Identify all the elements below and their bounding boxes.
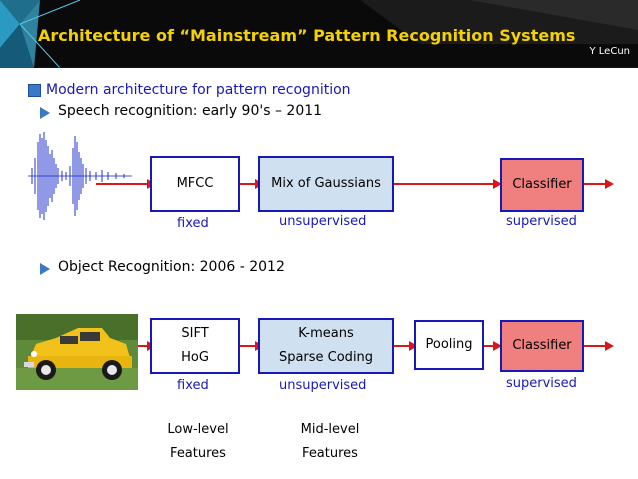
arrow <box>240 341 264 351</box>
box-label: Classifier <box>512 177 572 192</box>
feature-label-line: Features <box>170 446 226 461</box>
slide-header: Architecture of “Mainstream” Pattern Rec… <box>0 0 638 68</box>
object-subhead: Object Recognition: 2006 - 2012 <box>58 259 285 275</box>
unsupervised-tag: unsupervised <box>279 214 367 229</box>
box-label: K-means <box>298 326 354 341</box>
author-label: Y LeCun <box>589 46 631 57</box>
bullet-triangle-icon <box>40 263 50 275</box>
arrow <box>394 341 418 351</box>
arrow <box>240 179 264 189</box>
arrow <box>584 341 614 351</box>
fixed-tag: fixed <box>177 378 209 393</box>
mix-of-gaussians-box: Mix of Gaussians <box>258 156 394 212</box>
box-label: Mix of Gaussians <box>271 176 381 191</box>
bullet-triangle-icon <box>40 107 50 119</box>
box-label: Classifier <box>512 338 572 353</box>
kmeans-sparse-coding-box: K-means Sparse Coding <box>258 318 394 374</box>
box-label: MFCC <box>176 176 214 191</box>
section-heading: Modern architecture for pattern recognit… <box>46 82 351 98</box>
mid-level-features-label: Mid-level Features <box>282 418 378 466</box>
classifier-box: Classifier <box>500 320 584 372</box>
box-label: Sparse Coding <box>278 350 374 365</box>
arrow <box>138 341 156 351</box>
arrow <box>394 179 502 189</box>
sift-hog-box: SIFT HoG <box>150 318 240 374</box>
speech-subhead: Speech recognition: early 90's – 2011 <box>58 103 323 119</box>
feature-label-line: Low-level <box>167 422 229 437</box>
bullet-square-icon <box>28 84 41 97</box>
low-level-features-label: Low-level Features <box>150 418 246 466</box>
box-label: SIFT <box>181 326 209 341</box>
unsupervised-tag: unsupervised <box>279 378 367 393</box>
fixed-tag: fixed <box>177 216 209 231</box>
waveform-icon <box>28 132 132 220</box>
yellow-car-photo <box>16 314 138 390</box>
supervised-tag: supervised <box>506 376 577 391</box>
arrow <box>484 341 502 351</box>
feature-label-line: Mid-level <box>300 422 360 437</box>
box-label: Pooling <box>425 337 473 352</box>
feature-label-line: Features <box>302 446 358 461</box>
classifier-box: Classifier <box>500 158 584 212</box>
supervised-tag: supervised <box>506 214 577 229</box>
box-label: HoG <box>181 350 209 365</box>
slide-title: Architecture of “Mainstream” Pattern Rec… <box>38 26 576 45</box>
mfcc-box: MFCC <box>150 156 240 212</box>
header-graphic-icon <box>0 0 638 68</box>
arrow <box>96 179 156 189</box>
arrow <box>584 179 614 189</box>
pooling-box: Pooling <box>414 320 484 370</box>
